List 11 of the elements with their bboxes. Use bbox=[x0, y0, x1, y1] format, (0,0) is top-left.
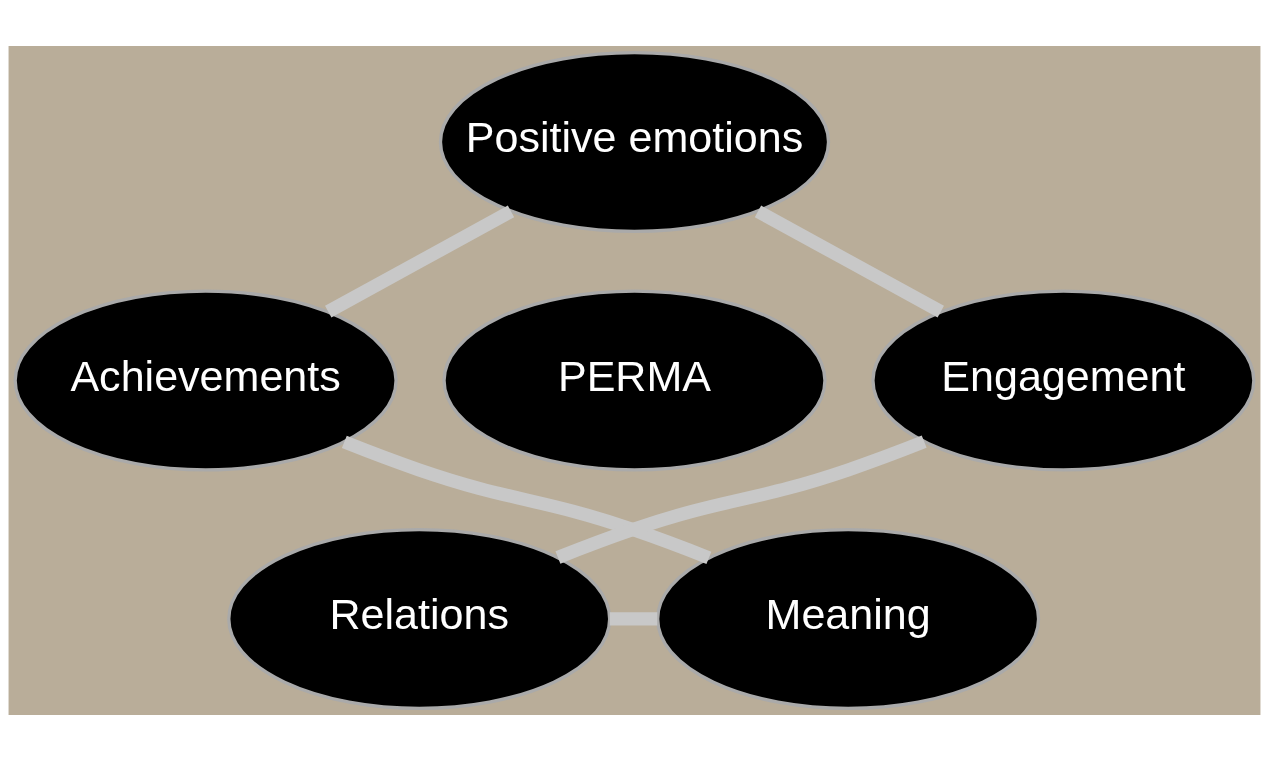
connector bbox=[555, 435, 927, 564]
connector bbox=[754, 205, 944, 317]
node-ellipse: Achievements bbox=[13, 288, 398, 472]
connector bbox=[341, 435, 712, 564]
connector bbox=[609, 611, 658, 626]
node-ellipse: Meaning bbox=[656, 527, 1041, 710]
node-ellipse: Relations bbox=[227, 527, 612, 710]
connector bbox=[325, 205, 515, 317]
node-ellipse: PERMA bbox=[442, 288, 827, 472]
node-ellipse: Positive emotions bbox=[438, 50, 831, 233]
node-ellipse: Engagement bbox=[871, 288, 1256, 472]
